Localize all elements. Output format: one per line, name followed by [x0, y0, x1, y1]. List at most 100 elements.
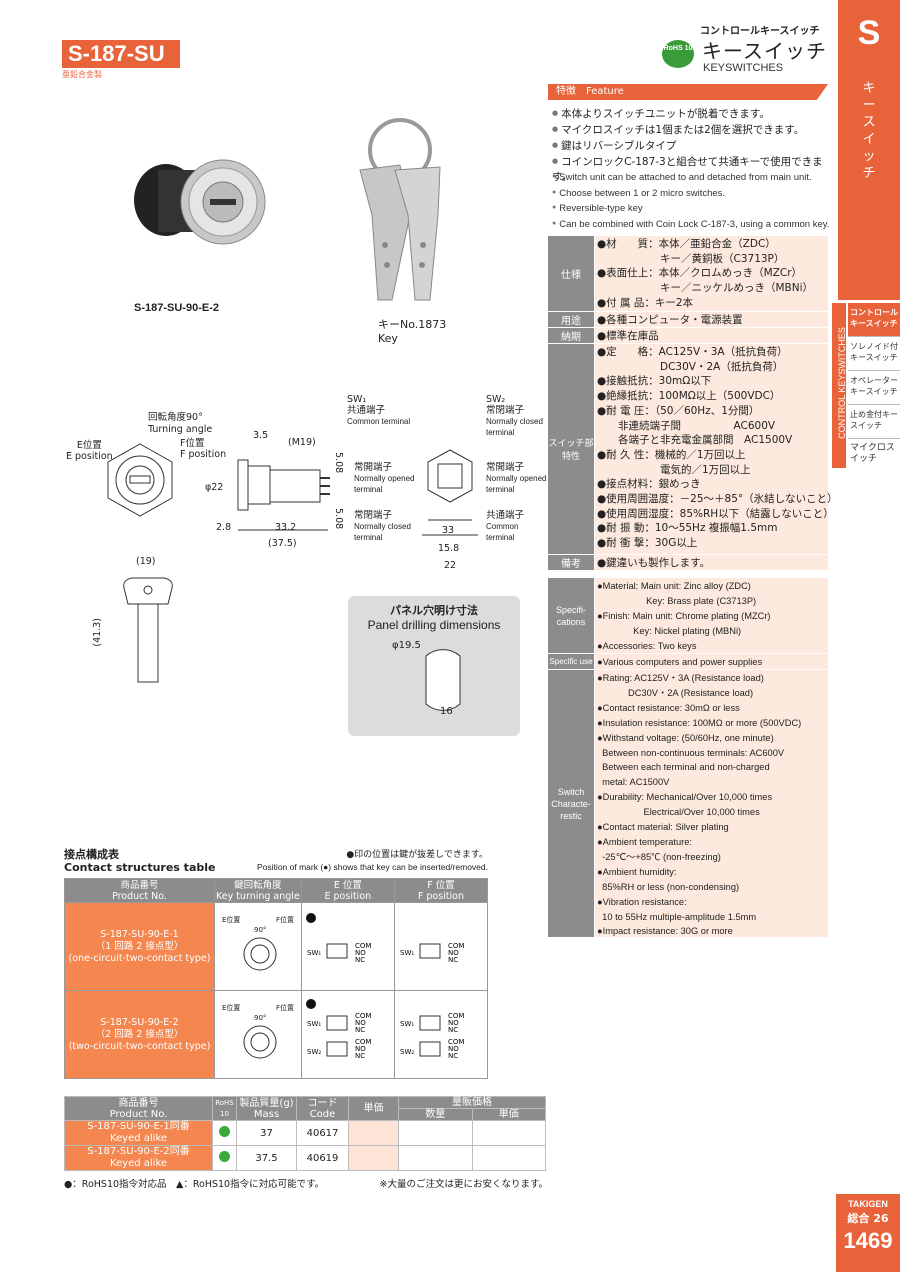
- f-position-cell: SW₁ COM NO NC SW₂ COM NO NC: [393, 990, 489, 1079]
- mass-cell: 37: [236, 1120, 297, 1146]
- svg-text:E位置: E位置: [222, 915, 240, 924]
- side-nav-item[interactable]: マイクロスイッチ: [850, 443, 895, 464]
- feature-item: Choose between 1 or 2 micro switches.: [552, 186, 832, 202]
- section-tab: S キースイッチ: [838, 0, 900, 300]
- svg-text:NC: NC: [355, 1052, 365, 1060]
- product-table: 商品番号 Product No. RoHS 10 製品質量(g) Mass コー…: [64, 1096, 546, 1171]
- brand: TAKIGEN: [848, 1199, 888, 1209]
- pt-header: コード Code: [296, 1096, 349, 1121]
- sw1-common-label: SW₁ 共通端子 Common terminal: [347, 394, 411, 426]
- feature-item: Switch unit can be attached to and detac…: [552, 170, 832, 186]
- feature-item: 鍵はリバーシブルタイプ: [552, 138, 832, 154]
- spec-row-delivery: 納期 ●標準在庫品: [548, 328, 828, 344]
- e-position-cell: SW₁ COM NO NC: [300, 902, 395, 991]
- svg-text:F位置: F位置: [276, 1003, 294, 1012]
- svg-text:COM: COM: [355, 1038, 371, 1046]
- sw1-nc-label: 常閉端子 Normally closed terminal: [354, 510, 411, 542]
- rohs-cell: [212, 1145, 237, 1171]
- sw2-nc-label: SW₂ 常閉端子 Normally closed terminal: [486, 394, 543, 437]
- svg-text:NC: NC: [355, 956, 365, 964]
- svg-text:NO: NO: [355, 949, 366, 957]
- sw2-common-label: 共通端子 Common terminal: [486, 510, 525, 542]
- pt-header: 商品番号 Product No.: [64, 1096, 213, 1121]
- key-photo: [359, 118, 441, 301]
- page-title-en: KEYSWITCHES: [703, 62, 784, 74]
- sw-diagram-f: SW₁ COM NO NC: [400, 942, 464, 964]
- unit-cell: [471, 1145, 546, 1171]
- product-label: S-187-SU-90-E-2: [134, 302, 219, 314]
- spec-body: ●Various computers and power supplies: [595, 654, 828, 670]
- category-small: コントロールキースイッチ: [700, 26, 820, 37]
- dim-41-3: (41.3): [92, 618, 103, 647]
- key-drawing: [123, 577, 173, 683]
- front-view-drawing: [107, 443, 173, 517]
- spec-body: ●Rating: AC125V・3A (Resistance load) DC3…: [595, 670, 828, 938]
- dim-19: (19): [136, 556, 156, 567]
- contact-header: F 位置 F position: [393, 878, 489, 903]
- spec-body: ●鍵違いも製作します。: [595, 555, 828, 571]
- rohs-cell: [212, 1120, 237, 1146]
- side-nav-item[interactable]: コントロールキースイッチ: [848, 303, 900, 337]
- dim-3-5: 3.5: [253, 430, 269, 441]
- angle-diagram: E位置 F位置 90°: [222, 1003, 294, 1059]
- section-vertical-title: キースイッチ: [862, 81, 876, 181]
- svg-text:SW₂: SW₂: [400, 1048, 414, 1056]
- product-cell: S-187-SU-90-E-2 （2 回路 2 接点型） (two-circui…: [64, 990, 215, 1079]
- product-cell: S-187-SU-90-E-1 （1 回路 2 接点型） (one-circui…: [64, 902, 215, 991]
- footnote: ●：RoHS10指令対応品 ▲：RoHS10指令に対応可能です。 ※大量のご注文…: [64, 1179, 548, 1190]
- dim-33: 33: [442, 525, 455, 536]
- svg-text:SW₁: SW₁: [307, 1020, 321, 1028]
- rohs-dot-icon: [219, 1151, 230, 1162]
- angle-cell: E位置 F位置 90°: [214, 902, 302, 991]
- spec-en-row-specifications: Specifi- cations ●Material: Main unit: Z…: [548, 578, 828, 654]
- spec-body: ●定 格：AC125V・3A（抵抗負荷） DC30V・2A（抵抗負荷） ●接触抵…: [595, 344, 838, 555]
- sw2-no-label: 常開端子 Normally opened terminal: [486, 462, 547, 494]
- qty-cell: [398, 1120, 473, 1146]
- svg-text:COM: COM: [448, 942, 464, 950]
- spec-head: スイッチ部特性: [548, 344, 594, 555]
- dim-37-5: (37.5): [268, 538, 297, 549]
- spec-row-switch: スイッチ部特性 ●定 格：AC125V・3A（抵抗負荷） DC30V・2A（抵抗…: [548, 344, 838, 555]
- spec-head: 仕様: [548, 236, 594, 312]
- panel-dim-phi: φ19.5: [392, 640, 421, 651]
- spec-row-use: 用途 ●各種コンピュータ・電源装置: [548, 312, 828, 328]
- contact-header: E 位置 E position: [300, 878, 395, 903]
- contact-table-note: ●印の位置は鍵が抜差しできます。 Position of mark (●) sh…: [257, 850, 488, 872]
- spec-body: ●Material: Main unit: Zinc alloy (ZDC) K…: [595, 578, 828, 654]
- svg-text:NO: NO: [448, 1045, 459, 1053]
- dim-15-8: 15.8: [438, 543, 460, 554]
- table-row: S-187-SU-90-E-1 （1 回路 2 接点型） (one-circui…: [64, 902, 489, 991]
- svg-text:SW₁: SW₁: [400, 949, 414, 957]
- svg-text:NC: NC: [448, 956, 458, 964]
- feature-item: Can be combined with Coin Lock C-187-3, …: [552, 217, 832, 233]
- contact-header: 商品番号 Product No.: [64, 878, 215, 903]
- dim-2-8: 2.8: [216, 522, 232, 533]
- svg-text:NO: NO: [355, 1019, 366, 1027]
- contact-header: 鍵回転角度 Key turning angle: [214, 878, 302, 903]
- side-nav-item[interactable]: 止め金付キースイッチ: [848, 405, 900, 439]
- panel-hole-drawing: [425, 649, 461, 711]
- panel-title-en: Panel drilling dimensions: [367, 618, 501, 632]
- page-title: キースイッチ: [702, 39, 827, 63]
- svg-text:90°: 90°: [254, 926, 266, 934]
- sw-diagram-e: SW₁ COM NO NC: [305, 913, 371, 964]
- sw-diagram-e: SW₁ COM NO NC SW₂ COM NO NC: [305, 999, 371, 1060]
- dim-phi22: φ22: [205, 482, 224, 493]
- svg-text:SW₂: SW₂: [307, 1048, 321, 1056]
- spec-en-row-use: Specific use ●Various computers and powe…: [548, 654, 828, 670]
- side-nav-item[interactable]: オペレーターキースイッチ: [848, 371, 900, 405]
- spec-head: Specifi- cations: [548, 578, 594, 654]
- side-nav: コントロールキースイッチ ソレノイド付キースイッチ オペレーターキースイッチ 止…: [848, 303, 900, 473]
- side-nav-item[interactable]: ソレノイド付キースイッチ: [848, 337, 900, 371]
- e-position-cell: SW₁ COM NO NC SW₂ COM NO NC: [300, 990, 395, 1079]
- price-cell: [348, 1120, 399, 1146]
- spec-head: 納期: [548, 328, 594, 344]
- panel-title-jp: パネル穴明け寸法: [390, 604, 478, 617]
- e-position-label: E位置 E position: [66, 440, 113, 462]
- spec-body: ●材 質：本体／亜鉛合金（ZDC） キー／黄銅板（C3713P） ●表面仕上：本…: [595, 236, 828, 312]
- mass-cell: 37.5: [236, 1145, 297, 1171]
- price-cell: [348, 1145, 399, 1171]
- sw-diagram-f: SW₁ COM NO NC SW₂ COM NO NC: [400, 1012, 464, 1060]
